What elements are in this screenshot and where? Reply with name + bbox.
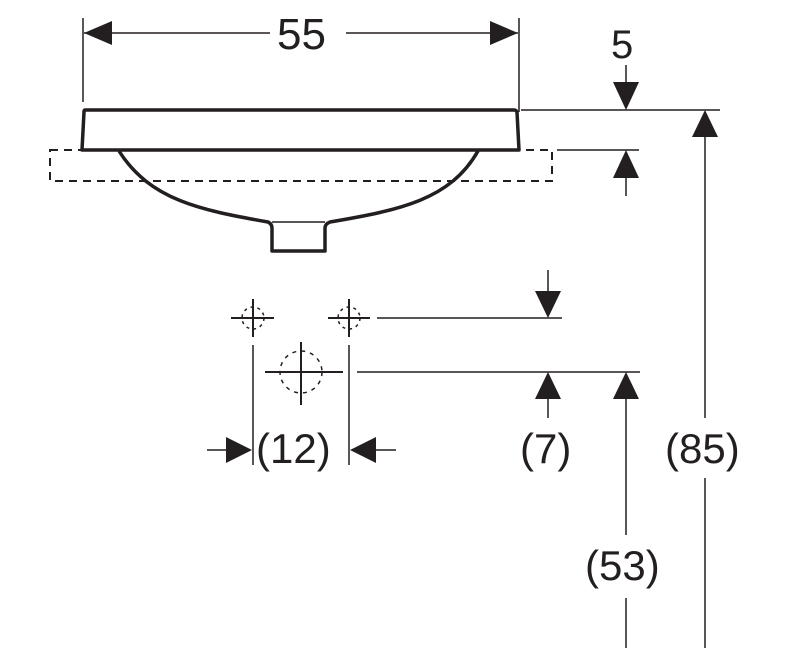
arrowhead-up-icon [692,110,718,137]
tap-offset-label-text: (7) [520,425,572,472]
arrowhead-down-icon [613,82,639,110]
tap-spacing-label: (12) [256,425,331,472]
waste-outlet-symbol [265,342,640,405]
tap-offset-dimension [535,270,561,418]
right-tap-hole-symbol [328,299,562,465]
arrowhead-up-icon [613,372,639,399]
width-dimension [82,18,520,112]
waste-height-label: (53) [584,542,661,589]
left-tap-hole-symbol [231,299,274,465]
arrowhead-down-icon [535,291,561,318]
arrowhead-up-icon [535,372,561,399]
countertop-dashed-outline [49,149,553,182]
waste-height-dimension [613,372,639,648]
arrowhead-left-icon [84,21,112,45]
tap-spacing-dimension [207,437,396,463]
arrowhead-right-icon [226,437,252,463]
total-height-label: (85) [664,425,741,472]
arrowhead-up-icon [613,150,639,178]
total-height-dimension [692,110,718,648]
arrowhead-right-icon [490,21,518,45]
arrowhead-left-icon [350,437,376,463]
rim-thickness-label: 5 [611,23,634,67]
width-label: 55 [277,10,326,59]
rim-thickness-dimension [521,64,720,196]
